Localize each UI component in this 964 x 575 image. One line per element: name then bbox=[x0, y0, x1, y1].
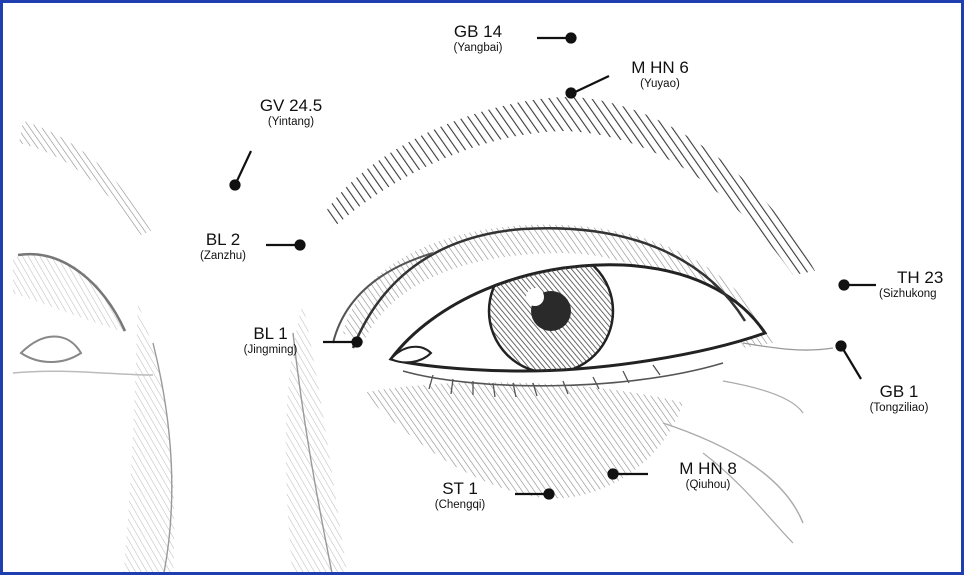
point-name: (Yangbai) bbox=[433, 43, 523, 55]
point-code: M HN 6 bbox=[615, 59, 705, 76]
th23-marker bbox=[840, 281, 849, 290]
gb1-marker bbox=[837, 342, 846, 351]
st1-marker bbox=[545, 490, 554, 499]
point-code: BL 1 bbox=[223, 325, 318, 342]
point-code: ST 1 bbox=[418, 480, 502, 497]
point-code: M HN 8 bbox=[663, 460, 753, 477]
point-code: GB 1 bbox=[849, 383, 949, 400]
point-code: TH 23 bbox=[879, 269, 964, 286]
point-label-gb1: GB 1 (Tongziliao) bbox=[849, 383, 949, 415]
point-name: (Sizhukong bbox=[879, 289, 964, 301]
point-label-bl1: BL 1 (Jingming) bbox=[223, 325, 318, 357]
point-name: (Jingming) bbox=[223, 345, 318, 357]
point-code: GV 24.5 bbox=[241, 97, 341, 114]
gb14-marker bbox=[567, 34, 576, 43]
point-label-th23: TH 23 (Sizhukong bbox=[879, 269, 964, 301]
point-label-st1: ST 1 (Chengqi) bbox=[418, 480, 502, 512]
point-name: (Yuyao) bbox=[615, 79, 705, 91]
left-eyebrow bbox=[19, 121, 151, 235]
left-eye bbox=[13, 254, 153, 375]
point-label-mhn6: M HN 6 (Yuyao) bbox=[615, 59, 705, 91]
point-label-gv245: GV 24.5 (Yintang) bbox=[241, 97, 341, 129]
point-name: (Chengqi) bbox=[418, 500, 502, 512]
point-code: BL 2 bbox=[183, 231, 263, 248]
point-name: (Zanzhu) bbox=[183, 251, 263, 263]
point-code: GB 14 bbox=[433, 23, 523, 40]
point-label-bl2: BL 2 (Zanzhu) bbox=[183, 231, 263, 263]
mhn6-marker bbox=[567, 89, 576, 98]
point-label-mhn8: M HN 8 (Qiuhou) bbox=[663, 460, 753, 492]
point-name: (Yintang) bbox=[241, 117, 341, 129]
point-name: (Tongziliao) bbox=[849, 403, 949, 415]
point-label-gb14: GB 14 (Yangbai) bbox=[433, 23, 523, 55]
gv245-marker bbox=[231, 181, 240, 190]
bl2-marker bbox=[296, 241, 305, 250]
bl1-marker bbox=[353, 338, 362, 347]
point-name: (Qiuhou) bbox=[663, 480, 753, 492]
mhn8-marker bbox=[609, 470, 618, 479]
